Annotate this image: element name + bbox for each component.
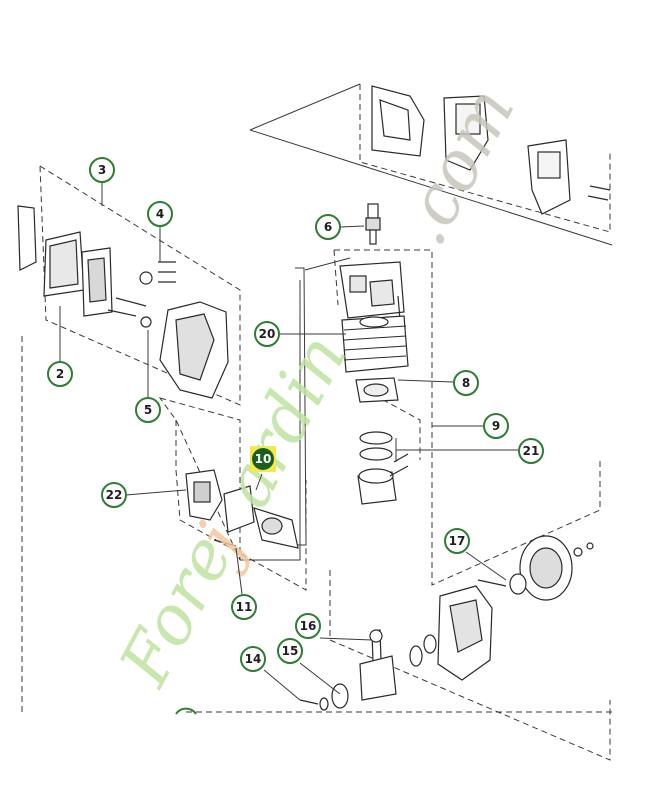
frame-group-3 — [39, 165, 241, 406]
crank-parts — [299, 535, 594, 711]
frame-crankcase — [329, 570, 611, 761]
spark-plug — [365, 203, 381, 245]
frame-top-housing-solid — [249, 83, 361, 131]
svg-text:5: 5 — [144, 403, 152, 417]
grommet — [140, 316, 152, 328]
callout-9: 9 — [483, 413, 509, 439]
gasket-plate — [223, 485, 255, 533]
svg-text:16: 16 — [300, 619, 317, 633]
top-right-parts — [371, 85, 611, 215]
watermark-ardin: ardin — [207, 322, 362, 520]
svg-text:4: 4 — [156, 207, 164, 221]
group-frames — [21, 83, 614, 761]
clutch — [477, 535, 594, 601]
piston-ring-1 — [359, 431, 393, 445]
ignition-coil-1 — [443, 95, 489, 171]
housing-cover — [371, 85, 425, 157]
callout-10-highlighted: 10 — [250, 446, 276, 472]
svg-text:10: 10 — [255, 452, 272, 466]
callout-20: 20 — [254, 321, 280, 347]
svg-text:6: 6 — [324, 220, 332, 234]
callout-17: 17 — [444, 528, 470, 554]
frame-group-9 — [334, 249, 601, 586]
piston-ring-2 — [359, 447, 393, 461]
callout-6: 6 — [315, 214, 341, 240]
svg-text:14: 14 — [245, 652, 262, 666]
watermark-com: .com — [383, 75, 530, 258]
screw-set — [139, 261, 176, 285]
callout-14: 14 — [240, 646, 266, 672]
frame-top-housing-outer — [249, 129, 613, 246]
solid-frames — [240, 257, 351, 561]
callout-3: 3 — [89, 157, 115, 183]
cover-part — [17, 205, 37, 271]
svg-text:2: 2 — [56, 367, 64, 381]
callout-5: 5 — [135, 397, 161, 423]
svg-text:11: 11 — [236, 600, 253, 614]
callout-16: 16 — [295, 613, 321, 639]
svg-text:20: 20 — [259, 327, 276, 341]
svg-text:3: 3 — [98, 163, 106, 177]
callout-4: 4 — [147, 201, 173, 227]
leader-lines — [59, 182, 518, 701]
callouts: 3 4 6 2 20 5 8 9 — [47, 157, 544, 715]
callout-partial — [175, 707, 197, 715]
svg-text:17: 17 — [449, 534, 466, 548]
left-parts — [17, 205, 299, 549]
ignition-coil-2 — [527, 139, 571, 215]
callout-21: 21 — [518, 438, 544, 464]
bearing — [423, 634, 437, 654]
cylinder-parts — [339, 203, 409, 505]
svg-text:8: 8 — [462, 376, 470, 390]
crankshaft — [359, 655, 397, 701]
frame-group-9b — [333, 249, 339, 306]
svg-text:9: 9 — [492, 419, 500, 433]
svg-text:22: 22 — [106, 488, 123, 502]
callout-8: 8 — [453, 370, 479, 396]
callout-22: 22 — [101, 482, 127, 508]
cylinder-body — [341, 315, 409, 373]
callout-2: 2 — [47, 361, 73, 387]
callout-11: 11 — [231, 594, 257, 620]
frame-group-carb2 — [175, 420, 307, 591]
svg-text:15: 15 — [282, 644, 299, 658]
svg-text:21: 21 — [523, 444, 540, 458]
callout-15: 15 — [277, 638, 303, 664]
